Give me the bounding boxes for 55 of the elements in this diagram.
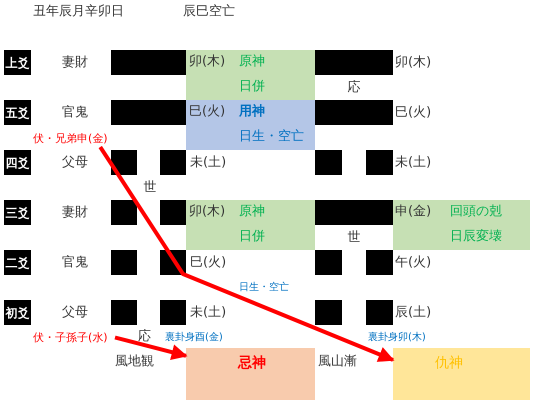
line-position-badge: 初爻 [4, 300, 31, 325]
highlight-cell [393, 348, 530, 400]
branch-text: 辰(土) [395, 304, 432, 322]
branch-text: 未(土) [395, 154, 432, 172]
cell-text: 伏・子孫子(水) [33, 330, 108, 346]
cell-text: 卯(木) [189, 203, 226, 221]
cell-text: 日生・空亡 [239, 128, 304, 146]
line-position-badge: 上爻 [4, 50, 31, 75]
branch-text: 未(土) [190, 154, 226, 172]
world-response-mark: 応 [346, 78, 362, 97]
cell-text: 原神 [239, 203, 265, 221]
relation-text: 妻財 [61, 204, 89, 222]
line-position-badge: 二爻 [4, 250, 31, 275]
branch-text: 未(土) [190, 304, 226, 322]
cell-text: 申(金) [395, 203, 432, 221]
branch-text: 巳(火) [395, 104, 432, 122]
line-position-badge: 三爻 [4, 200, 31, 225]
relation-text: 官鬼 [61, 254, 89, 272]
cell-text: 日併 [239, 78, 265, 96]
highlight-cell [186, 50, 315, 100]
hexagram-name: 風山漸 [318, 353, 357, 371]
cell-text: 用神 [239, 103, 265, 121]
world-response-mark: 世 [346, 228, 362, 247]
arrow [114, 336, 188, 360]
cell-text: 卯(木) [189, 53, 226, 71]
highlight-cell [186, 200, 315, 250]
note-text: 裏卦身酉(金) [165, 331, 223, 345]
date-text: 丑年辰月辛卯日 [33, 3, 124, 21]
note-text: 日生・空亡 [239, 281, 289, 295]
note-text: 裏卦身卯(木) [368, 331, 426, 345]
branch-text: 巳(火) [190, 254, 226, 272]
highlight-cell [186, 100, 315, 150]
line-position-badge: 四爻 [4, 150, 31, 175]
branch-text: 午(火) [395, 254, 432, 272]
relation-text: 官鬼 [61, 104, 89, 122]
arrow [98, 146, 394, 362]
world-response-mark: 世 [142, 178, 158, 197]
highlight-cell [186, 348, 315, 400]
cell-text: 回頭の剋 [450, 203, 502, 221]
hexagram-name: 風地観 [115, 353, 154, 371]
cell-text: 忌神 [238, 354, 266, 372]
world-response-mark: 応 [138, 328, 151, 345]
cell-text: 日併 [239, 228, 265, 246]
cell-text: 仇神 [435, 354, 463, 372]
cell-text: 原神 [239, 53, 265, 71]
highlight-cell [393, 200, 530, 250]
line-position-badge: 五爻 [4, 100, 31, 125]
date-text: 辰巳空亡 [183, 3, 235, 21]
relation-text: 妻財 [61, 54, 89, 72]
relation-text: 父母 [61, 304, 89, 322]
branch-text: 卯(木) [395, 54, 432, 72]
cell-text: 巳(火) [189, 103, 226, 121]
relation-text: 父母 [61, 154, 89, 172]
cell-text: 日辰変壊 [450, 228, 502, 246]
cell-text: 伏・兄弟申(金) [33, 131, 108, 147]
